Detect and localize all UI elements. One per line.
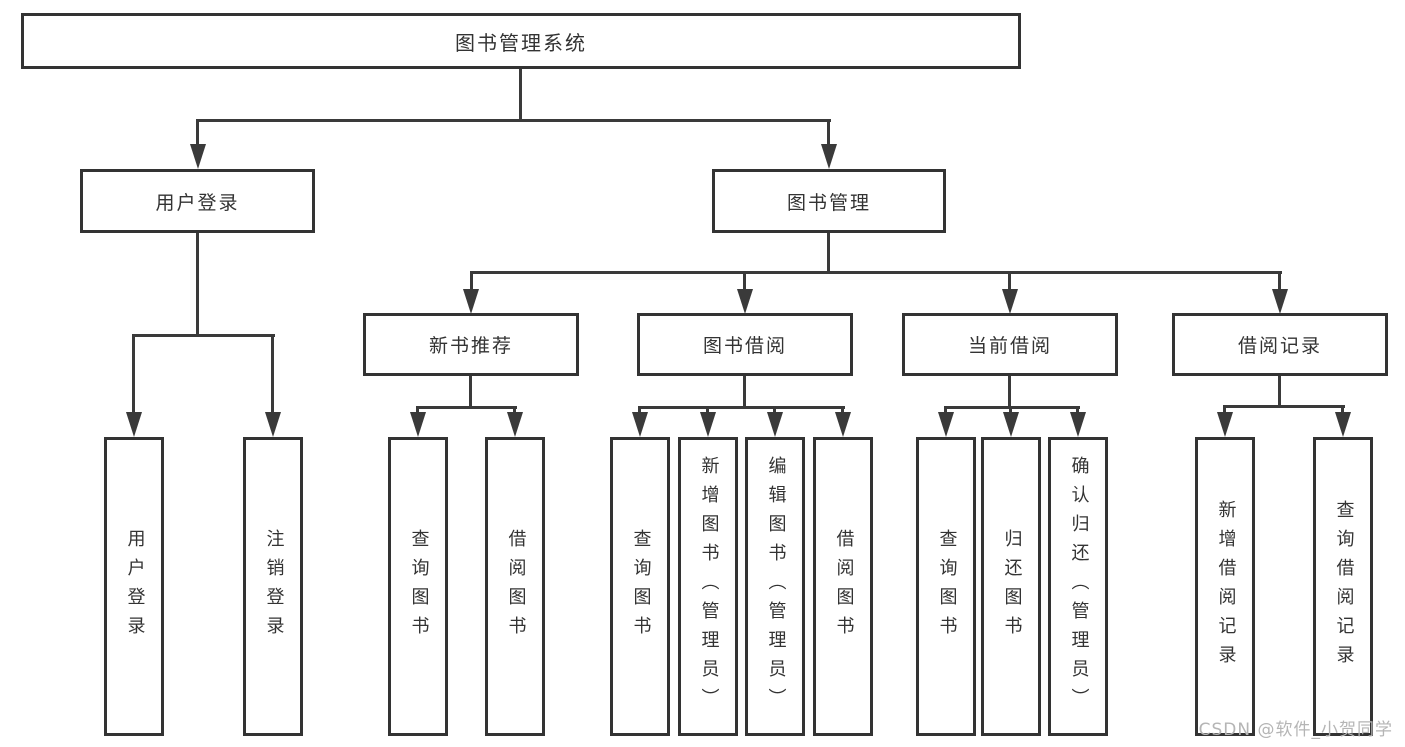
connector-line: [944, 406, 947, 415]
connector-line: [944, 406, 1080, 409]
connector-line: [132, 334, 275, 337]
leaf-query-borrow-record: 查询借阅记录: [1313, 437, 1373, 736]
arrowhead-down-icon: [463, 289, 479, 314]
connector-line: [743, 271, 746, 293]
node-root-library-management-system: 图书管理系统: [21, 13, 1021, 69]
arrowhead-down-icon: [410, 412, 426, 437]
leaf-logout: 注销登录: [243, 437, 303, 736]
connector-line: [827, 119, 830, 147]
connector-line: [1223, 405, 1226, 415]
arrowhead-down-icon: [767, 412, 783, 437]
connector-line: [706, 406, 709, 415]
connector-line: [513, 406, 516, 415]
leaf-return-books: 归还图书: [981, 437, 1041, 736]
leaf-query-books-borrow: 查询图书: [610, 437, 670, 736]
connector-line: [638, 406, 641, 415]
leaf-user-login: 用户登录: [104, 437, 164, 736]
node-user-login-branch: 用户登录: [80, 169, 315, 233]
arrowhead-down-icon: [835, 412, 851, 437]
leaf-add-book-admin: 新增图书（管理员）: [678, 437, 738, 736]
connector-line: [1278, 271, 1281, 293]
leaf-label: 确认归还（管理员）: [1068, 456, 1090, 717]
leaf-label: 新增借阅记录: [1215, 499, 1237, 674]
connector-line: [1341, 405, 1344, 415]
leaf-label: 借阅图书: [505, 528, 527, 645]
connector-line: [743, 376, 746, 409]
connector-line: [469, 376, 472, 409]
arrowhead-down-icon: [190, 144, 206, 169]
arrowhead-down-icon: [821, 144, 837, 169]
connector-line: [841, 406, 844, 415]
node-borrow-records: 借阅记录: [1172, 313, 1388, 376]
arrowhead-down-icon: [507, 412, 523, 437]
arrowhead-down-icon: [938, 412, 954, 437]
arrowhead-down-icon: [1217, 412, 1233, 437]
arrowhead-down-icon: [632, 412, 648, 437]
arrowhead-down-icon: [1335, 412, 1351, 437]
node-new-book-recommend: 新书推荐: [363, 313, 579, 376]
leaf-confirm-return-admin: 确认归还（管理员）: [1048, 437, 1108, 736]
connector-line: [196, 233, 199, 336]
leaf-query-books-recommend: 查询图书: [388, 437, 448, 736]
arrowhead-down-icon: [126, 412, 142, 437]
leaf-label: 查询图书: [408, 528, 430, 645]
leaf-borrow-books-recommend: 借阅图书: [485, 437, 545, 736]
connector-line: [1223, 405, 1345, 408]
connector-line: [196, 119, 831, 122]
leaf-label: 新增图书（管理员）: [698, 456, 720, 717]
arrowhead-down-icon: [737, 289, 753, 314]
connector-line: [417, 406, 517, 409]
leaf-edit-book-admin: 编辑图书（管理员）: [745, 437, 805, 736]
arrowhead-down-icon: [265, 412, 281, 437]
connector-line: [470, 271, 1282, 274]
node-book-borrow: 图书借阅: [637, 313, 853, 376]
connector-line: [638, 406, 845, 409]
connector-line: [519, 69, 522, 120]
arrowhead-down-icon: [1272, 289, 1288, 314]
node-book-management-branch: 图书管理: [712, 169, 946, 233]
leaf-label: 编辑图书（管理员）: [765, 456, 787, 717]
connector-line: [1008, 376, 1011, 409]
leaf-label: 用户登录: [124, 528, 146, 645]
connector-line: [1009, 406, 1012, 415]
leaf-query-books-current: 查询图书: [916, 437, 976, 736]
leaf-label: 查询图书: [630, 528, 652, 645]
connector-line: [271, 334, 274, 414]
leaf-add-borrow-record: 新增借阅记录: [1195, 437, 1255, 736]
connector-line: [470, 271, 473, 293]
connector-line: [773, 406, 776, 415]
connector-line: [1076, 406, 1079, 415]
leaf-label: 查询图书: [936, 528, 958, 645]
arrowhead-down-icon: [1002, 289, 1018, 314]
connector-line: [416, 406, 419, 415]
leaf-borrow-books: 借阅图书: [813, 437, 873, 736]
leaf-label: 借阅图书: [833, 528, 855, 645]
connector-line: [196, 119, 199, 147]
connector-line: [1008, 271, 1011, 293]
arrowhead-down-icon: [1003, 412, 1019, 437]
watermark: CSDN @软件_小贺同学: [1198, 720, 1393, 740]
connector-line: [827, 233, 830, 274]
connector-line: [132, 334, 135, 414]
node-current-borrow: 当前借阅: [902, 313, 1118, 376]
connector-line: [1278, 376, 1281, 407]
arrowhead-down-icon: [700, 412, 716, 437]
arrowhead-down-icon: [1070, 412, 1086, 437]
leaf-label: 查询借阅记录: [1333, 499, 1355, 674]
leaf-label: 注销登录: [263, 528, 285, 645]
leaf-label: 归还图书: [1001, 528, 1023, 645]
